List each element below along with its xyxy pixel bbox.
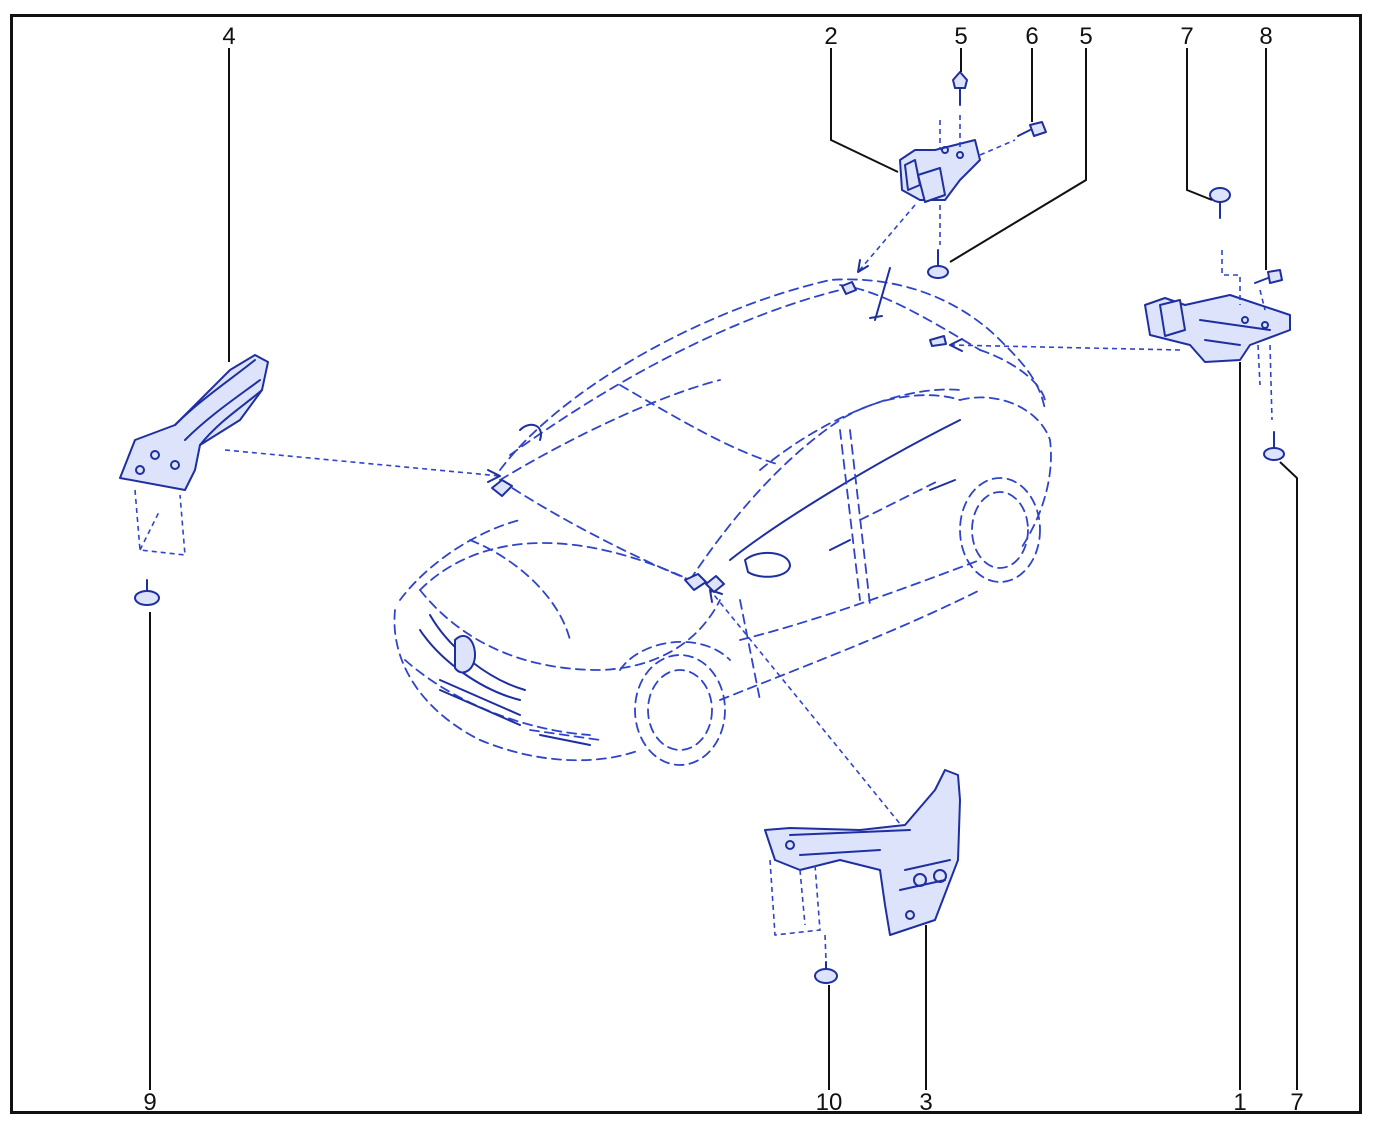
part-3-hood-hinge-right: [764, 769, 961, 961]
part-7-bolt-lower: [1263, 431, 1285, 461]
callout-5-top: 5: [954, 23, 967, 50]
callout-4: 4: [222, 23, 235, 50]
callout-10: 10: [816, 1089, 843, 1116]
part-1-door-hinge-lower: [1144, 250, 1291, 421]
callout-2: 2: [824, 23, 837, 50]
car-outline: [393, 267, 1052, 766]
diagram-frame: [10, 14, 1362, 1114]
part-4-hood-hinge-left: [119, 354, 269, 556]
callout-3: 3: [919, 1089, 932, 1116]
callout-5-right: 5: [1079, 23, 1092, 50]
callout-1: 1: [1233, 1089, 1246, 1116]
assembly-arrows: [224, 204, 1181, 831]
part-8-bolt: [1254, 269, 1283, 284]
part-6-bolt: [1017, 121, 1047, 137]
callout-8: 8: [1259, 23, 1272, 50]
part-5-bolt-top: [952, 71, 968, 106]
callout-6: 6: [1025, 23, 1038, 50]
part-10-bolt: [814, 961, 838, 984]
callout-9: 9: [143, 1089, 156, 1116]
callout-7-top: 7: [1180, 23, 1193, 50]
part-5-bolt-lower: [927, 249, 949, 279]
leader-lines: [149, 48, 1298, 1090]
part-2-door-hinge-upper: [899, 115, 1016, 245]
part-9-bolt: [134, 579, 160, 606]
callout-7-bottom: 7: [1290, 1089, 1303, 1116]
callout-labels: 4 2 5 6 5 7 8 9 10 3 1 7: [143, 23, 1303, 1116]
part-7-bolt-top: [1209, 187, 1231, 219]
